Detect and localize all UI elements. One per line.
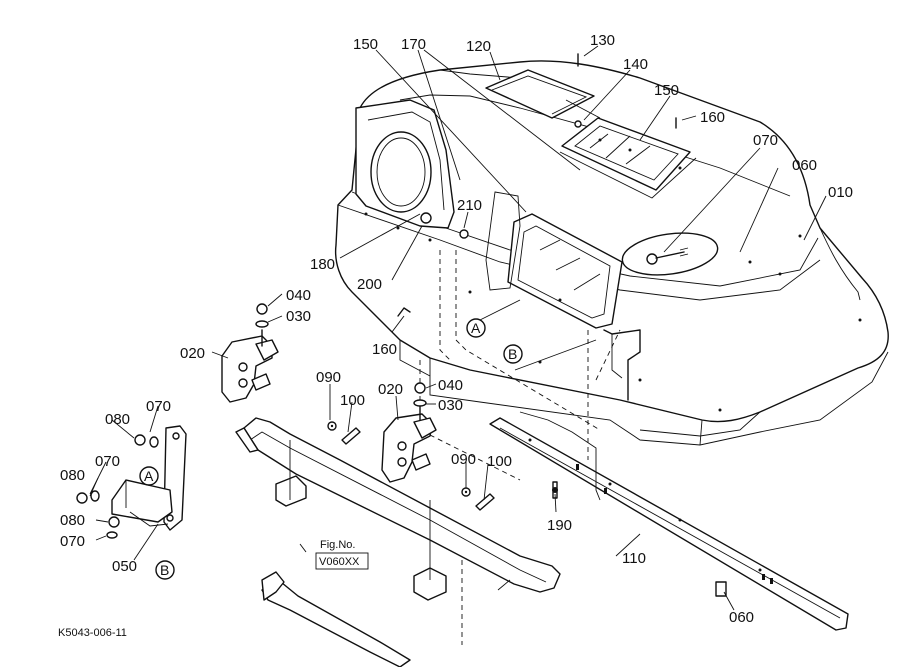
label-020-left: 020 xyxy=(180,345,205,362)
label-050: 050 xyxy=(112,558,137,575)
label-070-bracket-low: 070 xyxy=(60,533,85,550)
washer-pin-mid xyxy=(461,487,495,511)
svg-text:A: A xyxy=(144,468,154,484)
label-120: 120 xyxy=(466,38,491,55)
label-140: 140 xyxy=(623,56,648,73)
label-090-mid: 090 xyxy=(451,451,476,468)
label-040-left: 040 xyxy=(286,287,311,304)
figure-code: K5043-006-11 xyxy=(58,627,127,639)
label-180: 180 xyxy=(310,256,335,273)
reference-marker-a-bracket: A xyxy=(139,466,159,486)
frame-rail xyxy=(235,417,561,667)
svg-text:B: B xyxy=(160,562,169,578)
label-110: 110 xyxy=(622,550,646,567)
label-020-mid: 020 xyxy=(378,381,403,398)
label-080-top: 080 xyxy=(105,411,130,428)
reference-marker-b-roof: B xyxy=(503,344,523,364)
label-040-mid: 040 xyxy=(438,377,463,394)
bracket-020-mid xyxy=(381,403,437,483)
nut-washer-mid xyxy=(413,382,427,407)
label-150-top: 150 xyxy=(353,36,378,53)
assembly-centre-lines xyxy=(419,250,621,645)
label-170: 170 xyxy=(401,36,426,53)
figure-reference-box: Fig.No. V060XX xyxy=(299,539,369,570)
label-160-mid: 160 xyxy=(372,341,397,358)
svg-text:A: A xyxy=(471,320,481,336)
label-100-mid: 100 xyxy=(487,453,512,470)
label-070-bracket-mid: 070 xyxy=(95,453,120,470)
label-160-top: 160 xyxy=(700,109,725,126)
washer-pin-left xyxy=(327,421,361,445)
fig-no-label: Fig.No. xyxy=(320,539,355,551)
label-080-mid: 080 xyxy=(60,467,85,484)
label-090-left: 090 xyxy=(316,369,341,386)
fasteners xyxy=(397,53,727,597)
trim-strip-110 xyxy=(489,411,849,631)
nut-washer-left xyxy=(255,303,269,328)
leader-lines xyxy=(89,45,827,611)
label-010: 010 xyxy=(828,184,853,201)
label-100-left: 100 xyxy=(340,392,365,409)
bracket-020-left xyxy=(221,329,279,403)
svg-text:B: B xyxy=(508,346,517,362)
label-030-left: 030 xyxy=(286,308,311,325)
label-130: 130 xyxy=(590,32,615,49)
bracket-050 xyxy=(76,425,187,539)
label-190: 190 xyxy=(547,517,572,534)
label-210: 210 xyxy=(457,197,482,214)
label-030-mid: 030 xyxy=(438,397,463,414)
part-number-labels: 150 170 120 130 140 150 160 070 060 010 … xyxy=(60,32,853,626)
label-080-low: 080 xyxy=(60,512,85,529)
label-060-bottom: 060 xyxy=(729,609,754,626)
reference-marker-b-bracket: B xyxy=(155,560,175,580)
label-200: 200 xyxy=(357,276,382,293)
label-070-top: 070 xyxy=(753,132,778,149)
fig-no-value: V060XX xyxy=(319,556,360,568)
reference-marker-a-roof: A xyxy=(466,318,486,338)
label-150-right: 150 xyxy=(654,82,679,99)
label-070-bracket-top: 070 xyxy=(146,398,171,415)
label-060-top: 060 xyxy=(792,157,817,174)
